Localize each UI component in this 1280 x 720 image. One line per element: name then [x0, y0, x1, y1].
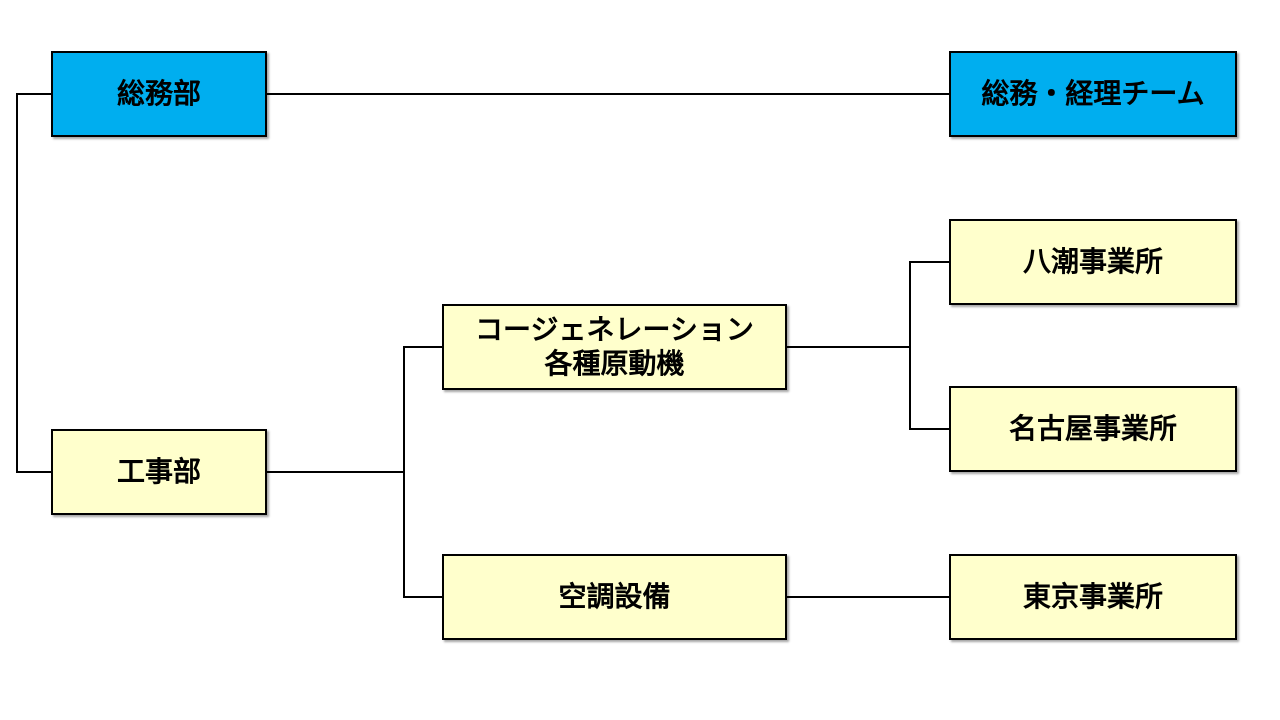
node-yashio-office: 八潮事業所 — [949, 219, 1237, 305]
node-construction-department: 工事部 — [51, 429, 267, 515]
node-cogen-text: コージェネレーション 各種原動機 — [475, 313, 754, 381]
node-cogeneration-prime-movers: コージェネレーション 各種原動機 — [442, 304, 787, 390]
connector-spine-left — [16, 93, 51, 473]
node-yashio-label: 八潮事業所 — [1022, 245, 1163, 278]
node-soumu-department: 総務部 — [51, 51, 267, 137]
connector-cogen-children — [909, 261, 949, 430]
node-kuchou-label: 空調設備 — [558, 580, 671, 613]
node-nagoya-label: 名古屋事業所 — [1008, 412, 1177, 445]
node-tokyo-office: 東京事業所 — [949, 554, 1237, 640]
connector-kouji-children — [403, 346, 442, 598]
node-soumu-label: 総務部 — [116, 77, 201, 110]
node-air-conditioning: 空調設備 — [442, 554, 787, 640]
node-cogen-line2: 各種原動機 — [544, 347, 685, 380]
node-tokyo-label: 東京事業所 — [1022, 580, 1163, 613]
node-soumu-team-label: 総務・経理チーム — [981, 77, 1205, 110]
node-cogen-line1: コージェネレーション — [475, 313, 754, 346]
node-general-affairs-accounting-team: 総務・経理チーム — [949, 51, 1237, 137]
node-nagoya-office: 名古屋事業所 — [949, 386, 1237, 472]
node-kouji-label: 工事部 — [116, 455, 201, 488]
